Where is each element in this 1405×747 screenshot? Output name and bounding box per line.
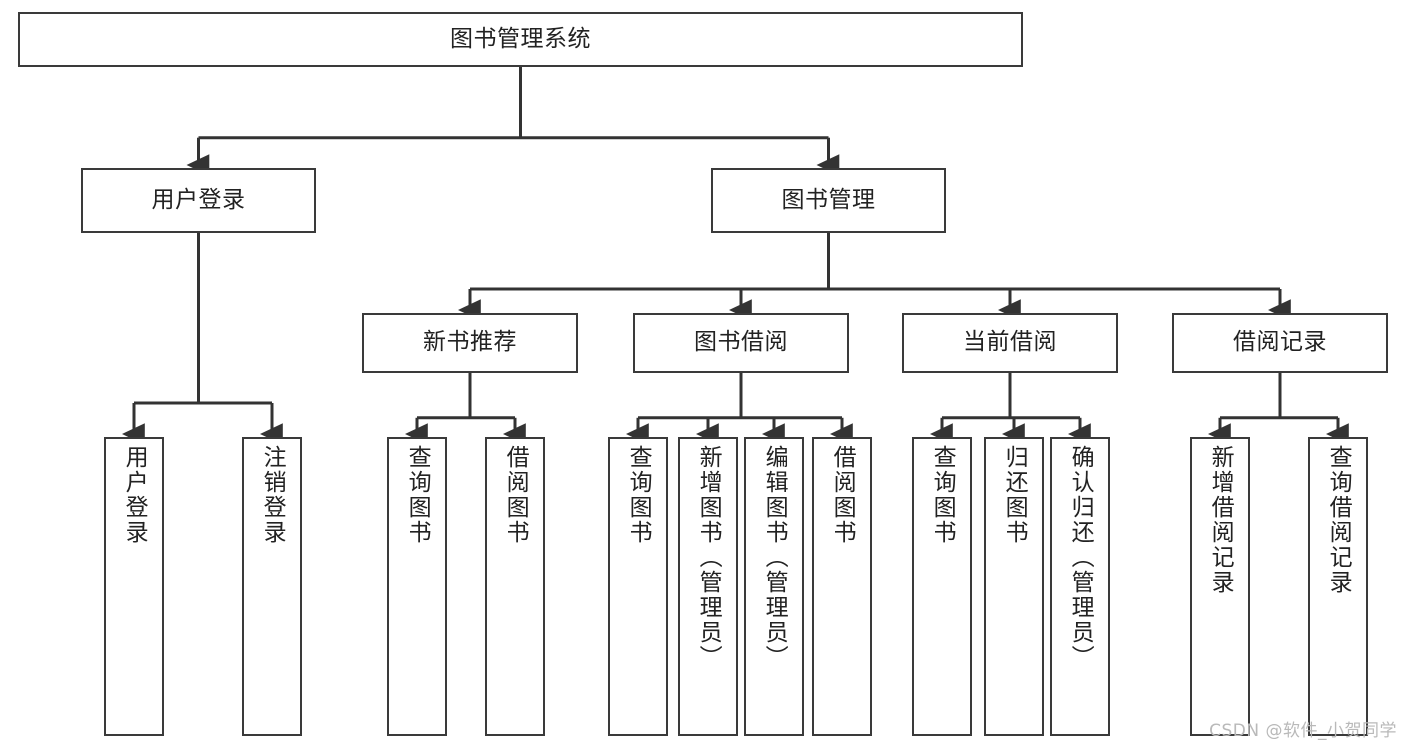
node-label: 注销登录 — [259, 445, 286, 545]
node-label: 新增借阅记录 — [1207, 445, 1234, 595]
node-l-login[interactable]: 用户登录 — [104, 437, 164, 736]
node-l-bw-borrow[interactable]: 借阅图书 — [812, 437, 872, 736]
node-label: 借阅图书 — [502, 445, 529, 545]
node-label: 查询图书 — [404, 445, 431, 545]
node-l-cu-return[interactable]: 归还图书 — [984, 437, 1044, 736]
node-root[interactable]: 图书管理系统 — [18, 12, 1023, 67]
node-label: 当前借阅 — [963, 329, 1057, 356]
node-label: 新增图书（管理员） — [695, 445, 722, 670]
node-borrow[interactable]: 图书借阅 — [633, 313, 849, 373]
node-current[interactable]: 当前借阅 — [902, 313, 1118, 373]
node-l-logout[interactable]: 注销登录 — [242, 437, 302, 736]
node-label: 图书管理 — [781, 186, 876, 213]
node-newbook[interactable]: 新书推荐 — [362, 313, 578, 373]
node-l-nb-query[interactable]: 查询图书 — [387, 437, 447, 736]
node-l-bw-query[interactable]: 查询图书 — [608, 437, 668, 736]
node-l-rc-add[interactable]: 新增借阅记录 — [1190, 437, 1250, 736]
node-records[interactable]: 借阅记录 — [1172, 313, 1388, 373]
node-label: 编辑图书（管理员） — [761, 445, 788, 670]
node-label: 查询图书 — [625, 445, 652, 545]
node-l-rc-query[interactable]: 查询借阅记录 — [1308, 437, 1368, 736]
node-label: 查询借阅记录 — [1325, 445, 1352, 595]
node-label: 借阅图书 — [829, 445, 856, 545]
node-label: 借阅记录 — [1233, 329, 1327, 356]
node-label: 图书管理系统 — [450, 25, 591, 52]
node-l-bw-add[interactable]: 新增图书（管理员） — [678, 437, 738, 736]
node-l-bw-edit[interactable]: 编辑图书（管理员） — [744, 437, 804, 736]
node-label: 确认归还（管理员） — [1067, 445, 1094, 670]
node-label: 图书借阅 — [694, 329, 788, 356]
node-label: 用户登录 — [121, 445, 148, 545]
node-l-nb-borrow[interactable]: 借阅图书 — [485, 437, 545, 736]
node-l-cu-conf[interactable]: 确认归还（管理员） — [1050, 437, 1110, 736]
node-l-cu-query[interactable]: 查询图书 — [912, 437, 972, 736]
node-label: 查询图书 — [929, 445, 956, 545]
node-label: 归还图书 — [1001, 445, 1028, 545]
node-label: 新书推荐 — [423, 329, 517, 356]
node-bookmgmt[interactable]: 图书管理 — [711, 168, 946, 233]
node-label: 用户登录 — [151, 186, 246, 213]
node-login[interactable]: 用户登录 — [81, 168, 316, 233]
watermark-label: CSDN @软件_小贺同学 — [1209, 721, 1397, 741]
